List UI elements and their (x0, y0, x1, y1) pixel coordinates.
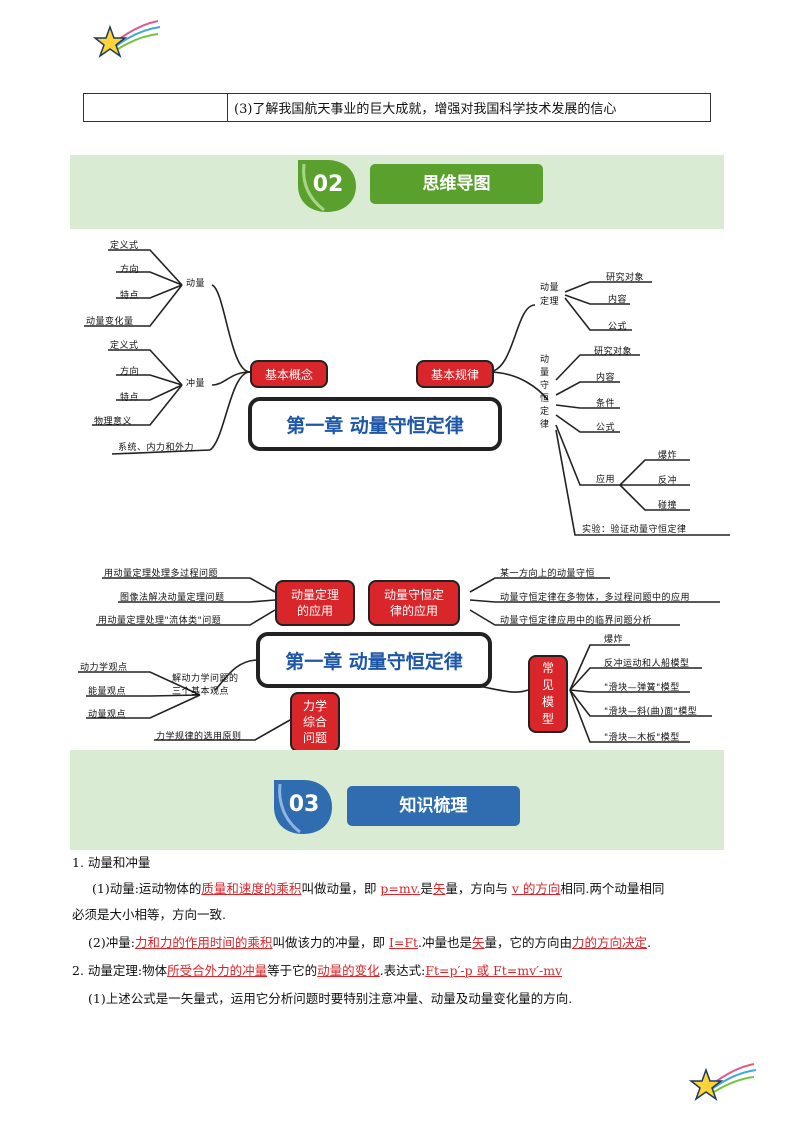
answer-text: 所受合外力的冲量 (167, 963, 268, 978)
section-number-badge (298, 160, 356, 212)
text: . (647, 935, 652, 950)
text: 叫做动量，即 (301, 881, 381, 896)
section-number-badge (274, 780, 332, 834)
mindmap1-impulse-item: 特点 (120, 393, 140, 403)
answer-text: 动量的变化 (317, 963, 380, 978)
knowledge-heading-2: 2. 动量定理:物体所受合外力的冲量等于它的动量的变化.表达式:Ft=p′-p … (72, 962, 732, 980)
text: 2. 动量定理:物体 (72, 963, 168, 978)
mindmap1-impulse-item: 方向 (120, 367, 140, 377)
mindmap1-momentum-item: 方向 (120, 265, 140, 275)
mindmap2-viewpoint: 动量观点 (88, 710, 127, 720)
text: 叫做该力的冲量，即 (272, 935, 389, 950)
knowledge-paragraph-momentum: (1)动量:运动物体的质量和速度的乘积叫做动量，即 p=mv.是矢量，方向与 v… (72, 880, 732, 924)
objectives-text: (3)了解我国航天事业的巨大成就，增强对我国科学技术发展的信心 (234, 102, 617, 117)
mindmap1-application-item: 爆炸 (658, 451, 678, 461)
mindmap1-impulse-item: 物理意义 (94, 417, 133, 427)
answer-text: Ft=p′-p 或 Ft=mv′-mv (425, 963, 563, 978)
mindmap2-node-mechanics: 力学综合问题 (290, 692, 340, 752)
mindmap1-momentum-item: 定义式 (110, 241, 139, 251)
mindmap1-connectors (84, 249, 730, 536)
objectives-table: (3)了解我国航天事业的巨大成就，增强对我国科学技术发展的信心 (83, 93, 711, 122)
text: .冲量也是 (418, 935, 473, 950)
mindmap2-conservation-item: 某一方向上的动量守恒 (500, 569, 596, 579)
answer-text: 矢 (472, 935, 485, 950)
mindmap2-mechanics-sub: 解动力学问题的 (172, 674, 239, 684)
objectives-cell-empty (84, 94, 228, 121)
mindmap2-model-item: 爆炸 (604, 635, 624, 645)
mindmap1-theorem-label: 定理 (540, 297, 560, 307)
mindmap2-conservation-item: 动量守恒定律在多物体，多过程问题中的应用 (500, 593, 691, 603)
mindmap1-momentum-item: 特点 (120, 291, 140, 301)
text: (1)动量:运动物体的 (92, 881, 202, 896)
answer-text: 力和力的作用时间的乘积 (134, 935, 273, 950)
mindmap1-conservation-item: 条件 (596, 399, 616, 409)
mindmap2-connectors (78, 577, 720, 743)
mindmap2-conservation-item: 动量守恒定律应用中的临界问题分析 (500, 616, 653, 626)
mindmap2-theorem-item: 用动量定理处理多过程问题 (104, 569, 219, 579)
mindmap1-conservation-item: 内容 (596, 373, 616, 383)
text: 是 (420, 881, 433, 896)
mindmap1-theorem-item: 研究对象 (606, 273, 645, 283)
mindmap1-theorem-item: 公式 (608, 322, 628, 332)
mindmap1-conservation-item: 研究对象 (594, 347, 633, 357)
mindmap1-experiment: 实验：验证动量守恒定律 (582, 525, 687, 535)
knowledge-heading-1: 1. 动量和冲量 (72, 854, 732, 872)
mindmap1-momentum-item: 动量变化量 (86, 317, 134, 327)
mindmap1-node-basic-concepts: 基本概念 (250, 360, 328, 388)
text: (1)上述公式是一矢量式，运用它分析问题时要特别注意冲量、动量及动量变化量的方向… (88, 991, 573, 1006)
section-title: 思维导图 (370, 164, 543, 204)
answer-text: 质量和速度的乘积 (201, 881, 302, 896)
heading-text: 1. 动量和冲量 (72, 855, 151, 870)
text: 等于它的 (267, 963, 318, 978)
text: 相同.两个动量相同 (560, 881, 665, 896)
mindmap2-viewpoint: 动力学观点 (80, 663, 128, 673)
answer-text: I=Ft (388, 935, 419, 950)
mindmap1-conservation-item: 公式 (596, 423, 616, 433)
answer-text: 矢 (432, 881, 446, 896)
answer-text: v 的方向 (511, 881, 561, 896)
text: .表达式: (379, 963, 426, 978)
mindmap1-theorem-item: 内容 (608, 295, 628, 305)
mindmap2-node-theorem-app: 动量定理的应用 (275, 580, 355, 626)
section-number: 03 (288, 792, 320, 817)
mindmap2-mechanics-sub: 三个基本观点 (172, 687, 230, 697)
mindmap1-impulse-item: 定义式 (110, 341, 139, 351)
text: (2)冲量: (88, 935, 135, 950)
mindmap2-model-item: 反冲运动和人船模型 (604, 659, 690, 669)
text: 量，方向与 (445, 881, 512, 896)
text: 必须是大小相等，方向一致. (72, 907, 226, 922)
mindmap2-node-models: 常见模型 (528, 655, 568, 733)
mindmap1-conservation-label: 动量守恒定律 (540, 355, 550, 430)
mindmap1-node-basic-laws: 基本规律 (416, 360, 494, 388)
mindmap1-center: 第一章 动量守恒定律 (248, 397, 502, 451)
mindmap2-model-item: "滑块—木板"模型 (604, 733, 680, 743)
mindmap1-application-item: 碰撞 (658, 501, 678, 511)
mindmap2-center: 第一章 动量守恒定律 (256, 632, 492, 688)
mindmap2-node-conservation-app: 动量守恒定律的应用 (368, 580, 460, 626)
mindmap2-viewpoint: 能量观点 (88, 687, 127, 697)
mindmap2-mechanics-rule: 力学规律的选用原则 (156, 732, 242, 742)
section-title: 知识梳理 (347, 786, 520, 826)
mindmap1-momentum-label: 动量 (186, 279, 206, 289)
mindmap2-model-item: "滑块—弹簧"模型 (604, 683, 680, 693)
text: 量，它的方向由 (484, 935, 573, 950)
mindmap1-impulse-label: 冲量 (186, 379, 206, 389)
star-decoration-icon (92, 20, 161, 58)
star-decoration-icon (688, 1063, 757, 1101)
section-number: 02 (312, 172, 344, 197)
answer-text: p=mv. (380, 881, 421, 896)
mindmap1-application-item: 反冲 (658, 476, 678, 486)
mindmap2-theorem-item: 用动量定理处理"流体类"问题 (98, 616, 222, 626)
mindmap2-model-item: "滑块—斜(曲)面"模型 (604, 707, 698, 717)
knowledge-paragraph-vector: (1)上述公式是一矢量式，运用它分析问题时要特别注意冲量、动量及动量变化量的方向… (72, 990, 732, 1008)
answer-text: 力的方向决定 (572, 935, 648, 950)
mindmap1-application-label: 应用 (596, 475, 616, 485)
knowledge-paragraph-impulse: (2)冲量:力和力的作用时间的乘积叫做该力的冲量，即 I=Ft.冲量也是矢量，它… (72, 934, 732, 952)
mindmap2-theorem-item: 图像法解决动量定理问题 (120, 593, 225, 603)
mindmap1-system: 系统、内力和外力 (118, 443, 195, 453)
mindmap1-theorem-label: 动量 (540, 283, 560, 293)
